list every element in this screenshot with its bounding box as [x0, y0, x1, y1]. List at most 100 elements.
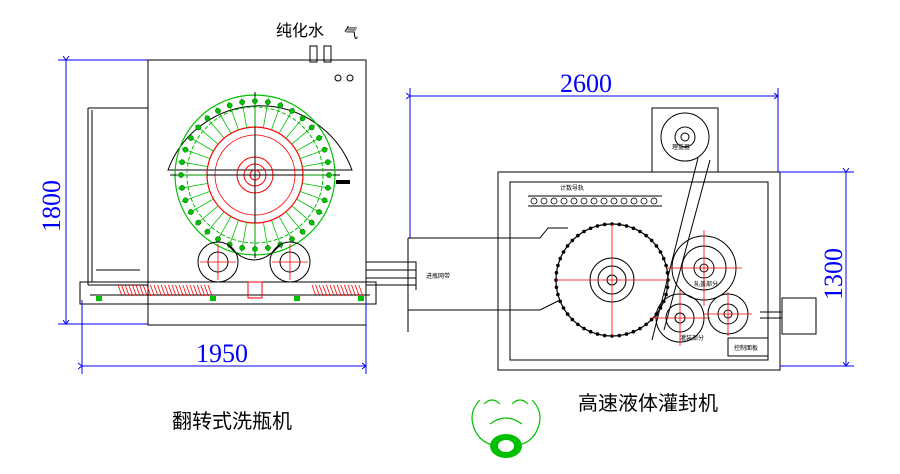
rail-mark: [550, 197, 558, 205]
gas-label: 气: [344, 26, 358, 42]
drum-gripper: [178, 172, 184, 178]
star-tooth: [558, 299, 563, 304]
drum-gripper: [289, 236, 295, 242]
rotary-drum: [167, 92, 353, 258]
grille-bar: [204, 284, 209, 297]
conveyor-bottom-rail: [408, 299, 561, 311]
star-tooth: [556, 292, 560, 297]
star-tooth: [570, 317, 575, 322]
logo-left-arm: [471, 399, 499, 447]
counting-rail: [528, 195, 662, 207]
grille-bar: [124, 284, 130, 297]
drum-handle: [336, 180, 350, 184]
drum-gripper: [252, 246, 258, 252]
control-panel-label: 控制面板: [734, 344, 758, 352]
drum-gripper: [289, 108, 295, 114]
star-tooth: [665, 285, 670, 290]
star-tooth: [588, 329, 593, 334]
gas-inlet-pipe: [323, 45, 332, 63]
star-tooth: [631, 329, 636, 334]
grille-bar: [354, 284, 360, 297]
grille-bar: [146, 284, 152, 297]
water-label: 纯化水: [276, 21, 324, 40]
inlet-port: [334, 74, 342, 82]
grille-bar: [347, 284, 353, 297]
drum-gripper: [299, 228, 306, 235]
grille-bar: [121, 284, 126, 297]
grille-bar: [142, 284, 148, 297]
star-tooth: [570, 238, 575, 243]
star-tooth: [617, 333, 622, 338]
grille-bar: [336, 284, 342, 297]
star-tooth: [561, 306, 566, 310]
rail-mark: [590, 197, 598, 205]
rail-mark: [610, 197, 618, 205]
rail-mark: [540, 197, 548, 205]
grille-bar: [135, 284, 141, 297]
star-tooth: [631, 226, 636, 231]
grille-bar: [139, 284, 144, 297]
drum-gripper: [264, 245, 271, 251]
drum-gripper: [252, 98, 258, 104]
star-tooth: [658, 306, 663, 310]
control-panel-box: [727, 337, 769, 357]
star-wheel: [554, 222, 670, 338]
left-drive-wheel: [197, 241, 239, 283]
output-wheel: [704, 292, 752, 336]
star-tooth: [561, 250, 566, 254]
drum-gripper: [239, 245, 246, 251]
grille-bar: [117, 284, 123, 297]
grille-bar: [326, 284, 331, 297]
drum-gripper: [264, 99, 271, 105]
rail-mark: [630, 197, 638, 205]
washer-base-tray: [79, 281, 377, 305]
grille-bar: [344, 284, 349, 297]
grille-bar: [175, 284, 180, 297]
grille-bar: [150, 284, 155, 297]
drum-gripper: [226, 102, 233, 109]
drum-gripper: [277, 102, 284, 109]
star-tooth: [664, 263, 668, 268]
washer-drive-wheels: [197, 241, 311, 283]
grille-bar: [351, 284, 356, 297]
star-tooth: [565, 312, 570, 316]
drum-gripper: [308, 219, 315, 226]
right-drive-wheel: [269, 241, 311, 283]
drum-gripper: [182, 146, 189, 153]
dim-filler-width: 2600: [560, 69, 612, 98]
filling-sealing-machine: [497, 107, 817, 371]
drum-gripper: [188, 209, 194, 215]
star-tooth: [556, 263, 560, 268]
rail-mark: [640, 197, 648, 205]
grille-bar: [196, 284, 202, 297]
rail-label: 计数导轨: [560, 184, 584, 192]
grille-bar: [182, 284, 188, 297]
drum-gripper: [326, 172, 332, 178]
rail-mark: [570, 197, 578, 205]
drum-gripper: [204, 228, 211, 235]
star-tooth: [554, 270, 559, 275]
drum-gripper: [316, 135, 322, 141]
rail-mark: [620, 197, 628, 205]
drum-gripper: [299, 115, 306, 122]
drum-gripper: [239, 99, 246, 105]
dimension-lines: [58, 60, 854, 374]
top-station-label: 理盖器: [672, 143, 690, 151]
grille-bar: [189, 284, 195, 297]
filling-wheel: [650, 290, 710, 346]
star-tooth: [654, 244, 659, 248]
conveyor-top-rail: [408, 227, 568, 239]
washer-body: [147, 59, 367, 326]
dim-washer-height: 1800: [37, 180, 66, 232]
drum-gripper: [215, 108, 221, 114]
grille-bar: [193, 284, 198, 297]
star-tooth: [644, 233, 648, 238]
star-tooth: [554, 285, 559, 290]
top-station-wheel: [660, 112, 710, 162]
conveyor-link: [366, 227, 568, 332]
dim-washer-width: 1950: [196, 339, 248, 368]
grille-bar: [153, 284, 159, 297]
star-tooth: [595, 224, 600, 228]
star-tooth: [638, 229, 642, 234]
